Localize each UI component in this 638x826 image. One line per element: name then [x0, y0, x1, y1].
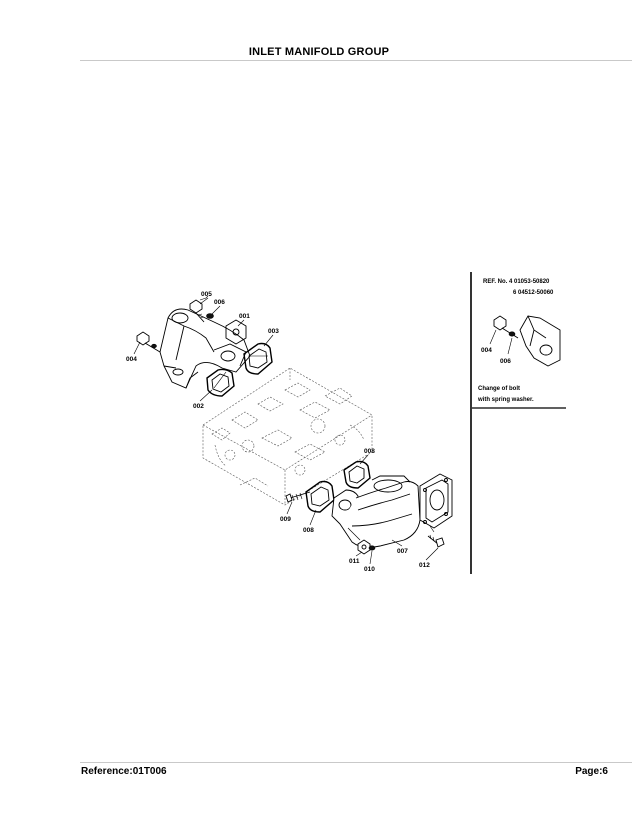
bolt-004	[136, 331, 161, 353]
bolt-012	[427, 534, 445, 548]
callout-012: 012	[419, 562, 430, 569]
gasket-002	[206, 368, 235, 397]
callout-009: 009	[280, 516, 291, 523]
callout-008-upper: 008	[364, 448, 375, 455]
callout-004: 004	[126, 356, 137, 363]
inset-note-line-2: with spring washer.	[477, 397, 534, 403]
stud-009	[285, 491, 311, 503]
inlet-manifold-upper	[159, 308, 251, 389]
callout-011: 011	[349, 558, 360, 565]
gasket-003	[243, 342, 273, 375]
footer-rule	[80, 762, 632, 763]
washer-006	[206, 313, 214, 319]
cylinder-head-outline	[202, 367, 373, 506]
callout-008-lower: 008	[303, 527, 314, 534]
callout-002: 002	[193, 403, 204, 410]
callout-010: 010	[364, 566, 375, 573]
inset-ref-line-2: 6 04512-50060	[513, 290, 554, 296]
callout-007: 007	[397, 548, 408, 555]
page-number: Page:6	[575, 766, 608, 777]
inset-callout-004: 004	[481, 347, 492, 354]
inset-callout-006: 006	[500, 358, 511, 365]
bolt-005	[189, 299, 205, 323]
inset-ref-line-1: REF. No. 4 01053-50820	[483, 279, 550, 285]
gasket-008-upper	[343, 460, 371, 489]
gasket-008-lower	[305, 480, 335, 513]
washer-010	[368, 545, 376, 551]
callout-005: 005	[201, 291, 212, 298]
inset-note-line-1: Change of bolt	[478, 386, 520, 392]
inset-panel	[470, 272, 566, 574]
header-rule	[80, 60, 632, 61]
callout-003: 003	[268, 328, 279, 335]
inlet-pipe-007	[331, 473, 453, 548]
page-title: INLET MANIFOLD GROUP	[248, 46, 390, 58]
callout-006: 006	[214, 299, 225, 306]
callout-001: 001	[239, 313, 250, 320]
reference-number: Reference:01T006	[81, 766, 167, 777]
